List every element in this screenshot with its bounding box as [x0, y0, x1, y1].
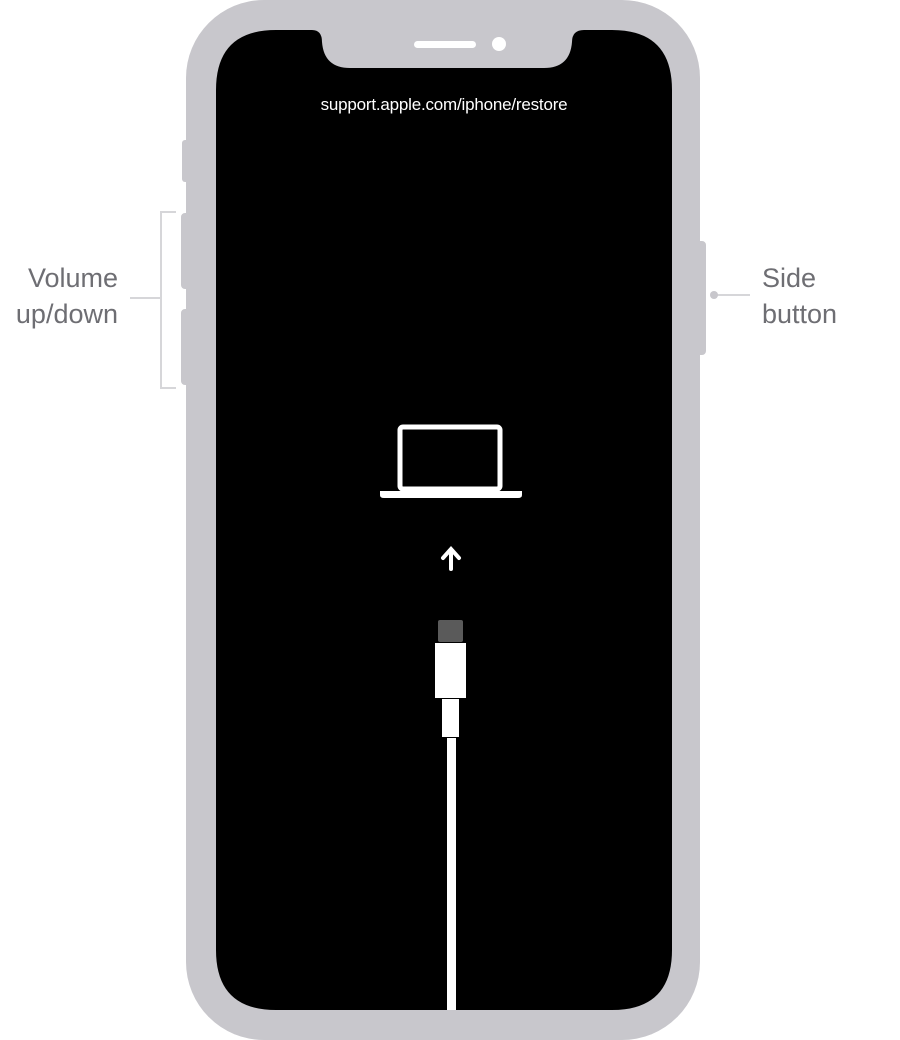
- phone-screen: [216, 30, 672, 1010]
- lightning-cable-icon: [435, 620, 466, 1010]
- front-camera: [492, 37, 506, 51]
- side-button-dot: [710, 291, 718, 299]
- laptop-icon: [380, 424, 522, 498]
- volume-label-line2: up/down: [15, 299, 118, 329]
- arrow-up-icon: [441, 545, 461, 571]
- restore-url-text: support.apple.com/iphone/restore: [320, 95, 568, 114]
- volume-label-line1: Volume: [27, 263, 118, 293]
- volume-bracket: [130, 211, 176, 389]
- side-label-line1: Side: [762, 263, 817, 293]
- side-label-line2: button: [762, 299, 838, 329]
- side-button-label: Side button: [762, 260, 837, 332]
- volume-label: Volume up/down: [16, 260, 118, 332]
- speaker-grille: [414, 41, 476, 48]
